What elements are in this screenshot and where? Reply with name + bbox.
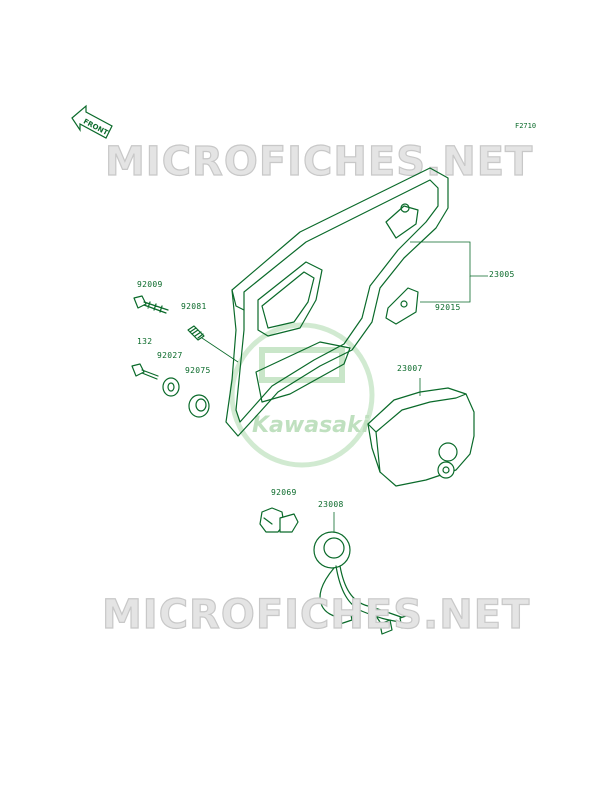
- part-label-92081: 92081: [181, 302, 207, 311]
- part-label-92015: 92015: [435, 303, 461, 312]
- rubber-grommet-part: [188, 394, 210, 418]
- side-cover-part: [225, 167, 449, 437]
- part-label-23007: 23007: [397, 364, 423, 373]
- part-label-92009: 92009: [137, 280, 163, 289]
- collar-part: [162, 377, 180, 397]
- front-arrow-icon: FRONT: [71, 104, 113, 139]
- part-label-23005: 23005: [489, 270, 515, 279]
- socket-wiring-part: [313, 512, 415, 635]
- part-label-132: 132: [137, 337, 152, 346]
- grommet-part: [385, 287, 419, 325]
- part-label-92075: 92075: [185, 366, 211, 375]
- bolt-part: [133, 295, 169, 314]
- logo-text: Kawasaki: [252, 413, 370, 438]
- diagram-reference-code: F2710: [515, 122, 536, 130]
- watermark-bottom: MICROFICHES.NET: [102, 592, 530, 638]
- part-label-23008: 23008: [318, 500, 344, 509]
- leader-23005-b: [420, 276, 471, 303]
- bulb-part: [259, 507, 299, 533]
- leader-23005: [410, 241, 488, 277]
- part-label-92069: 92069: [271, 488, 297, 497]
- spring-part: [187, 325, 239, 363]
- watermark-top: MICROFICHES.NET: [105, 139, 533, 185]
- screw-part: [131, 363, 159, 380]
- part-label-92027: 92027: [157, 351, 183, 360]
- kawasaki-logo-watermark: Kawasaki: [229, 322, 375, 468]
- taillight-lens-part: [367, 378, 475, 487]
